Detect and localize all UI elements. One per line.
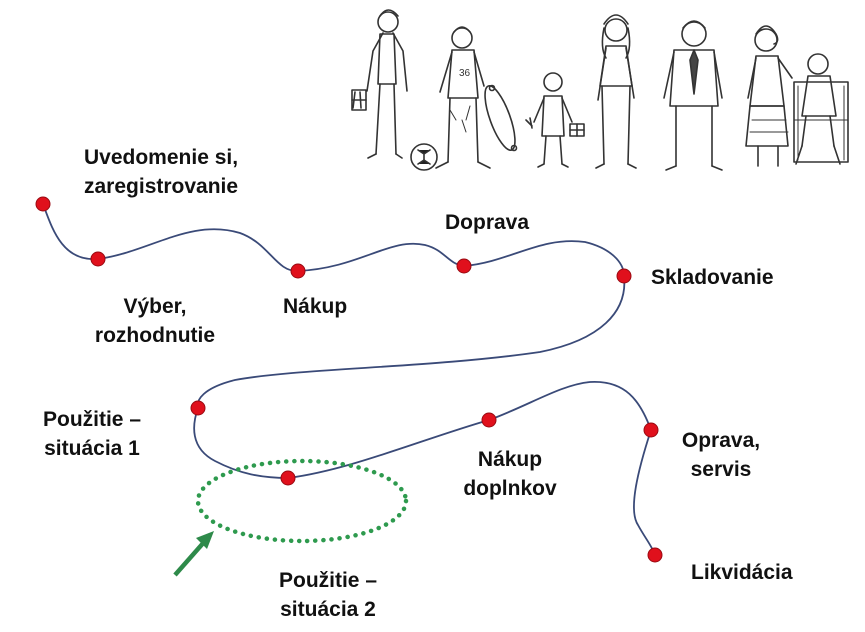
label-line: Oprava, xyxy=(681,429,761,452)
node-likvidacia xyxy=(647,547,663,563)
node-oprava xyxy=(643,422,659,438)
people-illustration: 36 xyxy=(351,9,849,171)
label-line: situácia 2 xyxy=(280,598,376,621)
node-pouzitie2 xyxy=(280,470,296,486)
node-nakup xyxy=(290,263,306,279)
stage-nodes xyxy=(35,196,663,563)
label-doprava: Doprava xyxy=(445,208,529,237)
label-skladovanie: Skladovanie xyxy=(651,263,774,292)
label-line: situácia 1 xyxy=(44,437,140,460)
label-pouzitie2: Použitie – situácia 2 xyxy=(258,566,398,624)
label-uvedomenie: Uvedomenie si, zaregistrovanie xyxy=(84,143,238,201)
label-line: Výber, xyxy=(123,295,187,318)
child-with-gift-figure xyxy=(525,72,585,168)
elderly-man-in-chair-figure xyxy=(793,53,849,165)
node-vyber xyxy=(90,251,106,267)
label-line: rozhodnutie xyxy=(94,324,216,347)
label-line: Skladovanie xyxy=(651,266,774,289)
node-uvedomenie xyxy=(35,196,51,212)
teen-boy-figure: 36 xyxy=(410,26,518,171)
label-oprava: Oprava, servis xyxy=(676,426,766,484)
node-pouzitie1 xyxy=(190,400,206,416)
label-nakup-doplnkov: Nákup doplnkov xyxy=(448,445,572,503)
journey-path xyxy=(42,203,656,556)
label-vyber: Výber, rozhodnutie xyxy=(76,292,234,350)
label-line: Uvedomenie si, xyxy=(84,146,239,169)
label-line: doplnkov xyxy=(463,477,557,500)
node-skladovanie xyxy=(616,268,632,284)
label-line: Použitie – xyxy=(42,408,142,431)
svg-text:36: 36 xyxy=(459,68,471,79)
label-likvidacia: Likvidácia xyxy=(691,558,793,587)
node-nakup-doplnkov xyxy=(481,412,497,428)
elderly-woman-figure xyxy=(745,25,793,167)
highlight-ellipse xyxy=(195,458,409,544)
label-line: Použitie – xyxy=(278,569,378,592)
label-line: Likvidácia xyxy=(691,561,793,584)
label-line: Doprava xyxy=(445,211,530,234)
label-pouzitie1: Použitie – situácia 1 xyxy=(22,405,162,463)
label-line: Nákup xyxy=(477,448,543,471)
node-doprava xyxy=(456,258,472,274)
label-nakup: Nákup xyxy=(283,292,347,321)
young-woman-figure xyxy=(595,14,637,169)
label-line: servis xyxy=(690,458,752,481)
label-line: Nákup xyxy=(283,295,348,318)
woman-with-bag-figure xyxy=(351,9,408,159)
man-with-tie-figure xyxy=(663,20,723,171)
label-line: zaregistrovanie xyxy=(84,175,239,198)
arrow-icon xyxy=(173,531,214,577)
